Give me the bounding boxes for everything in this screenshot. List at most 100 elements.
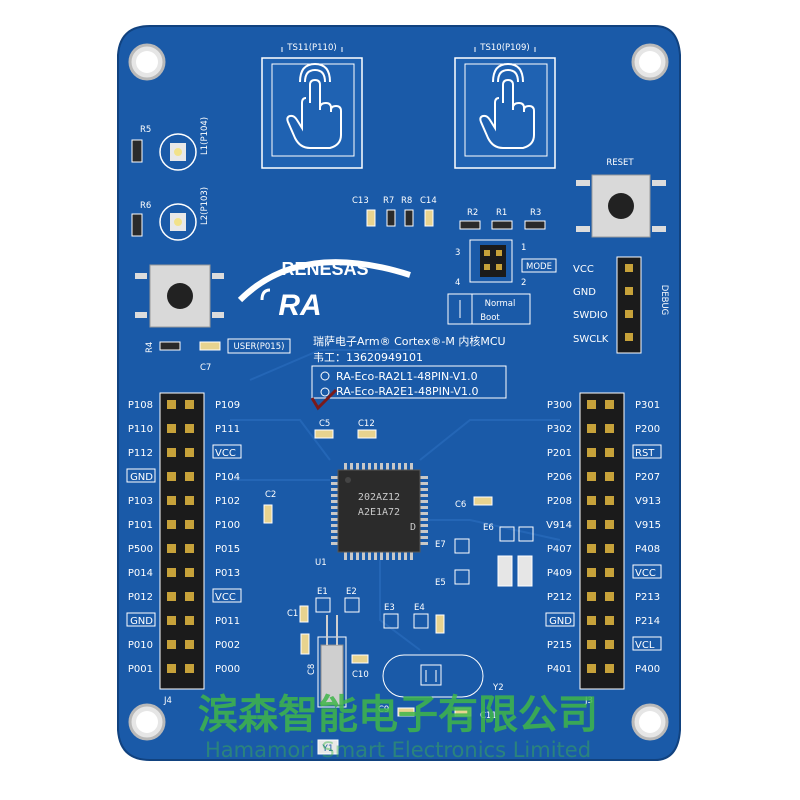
- pin-label: P214: [635, 616, 660, 627]
- header-pin: [185, 448, 194, 457]
- header-pin: [167, 400, 176, 409]
- header-pin: [167, 616, 176, 625]
- led-l2: R6 L2(P103): [131, 187, 210, 241]
- e3-label: E3: [384, 603, 395, 613]
- watermark: 滨森智能电子有限公司 Hamamori Smart Electronics Li…: [198, 692, 598, 762]
- e6-label: E6: [483, 523, 494, 533]
- pin-label: P206: [547, 472, 572, 483]
- watermark-en: Hamamori Smart Electronics Limited: [205, 738, 591, 762]
- chip-marking-2: A2E1A72: [358, 507, 400, 518]
- y1-label: Y1: [321, 744, 333, 754]
- mcu-pin: [420, 500, 428, 503]
- r8-label: R8: [401, 196, 412, 206]
- pcb-board: [117, 25, 681, 761]
- e4-label: E4: [414, 603, 425, 613]
- mcu-pin: [380, 552, 383, 560]
- c12-label: C12: [358, 419, 375, 429]
- hand-pointer-icon: [479, 62, 535, 149]
- header-pin: [587, 664, 596, 673]
- pin-label: V913: [635, 496, 661, 507]
- mcu-pin: [420, 494, 428, 497]
- pin-label: P112: [128, 448, 153, 459]
- c5-label: C5: [319, 419, 330, 429]
- pin-label: P212: [547, 592, 572, 603]
- pin-label: P215: [547, 640, 572, 651]
- chip-marking-3: D: [410, 522, 416, 533]
- pin-label: P101: [128, 520, 153, 531]
- mcu-pin: [331, 512, 339, 515]
- pin-label: P200: [635, 424, 660, 435]
- header-pin: [185, 496, 194, 505]
- mcu-pin: [331, 542, 339, 545]
- mcu-pin: [331, 482, 339, 485]
- header-pin: [587, 424, 596, 433]
- header-pin: [605, 496, 614, 505]
- pin-label-box: [545, 612, 575, 627]
- e1-label: E1: [317, 587, 328, 597]
- pin-label: P108: [128, 400, 153, 411]
- pin-label: P103: [128, 496, 153, 507]
- header-pin: [167, 664, 176, 673]
- mcu-chip: 202AZ12 A2E1A72 D U1: [315, 463, 428, 568]
- pin-label-box: [632, 564, 662, 579]
- mcu-pin: [331, 500, 339, 503]
- debug-pin-vcc: VCC: [573, 264, 594, 275]
- led-l1: R5 L1(P104): [131, 117, 210, 171]
- jp2-label: 2: [521, 278, 526, 288]
- pin-label: GND: [130, 472, 153, 483]
- jp4-label: 4: [455, 278, 460, 288]
- debug-header: VCC GND SWDIO SWCLK DEBUG: [573, 256, 669, 354]
- svg-text:RA: RA: [278, 289, 321, 322]
- board-description: 瑞萨电子Arm® Cortex®-M 内核MCU 韦工：13620949101 …: [310, 334, 507, 411]
- header-pin: [167, 448, 176, 457]
- header-pin: [587, 400, 596, 409]
- pin-label: P407: [547, 544, 572, 555]
- description-line1: 瑞萨电子Arm® Cortex®-M 内核MCU: [313, 334, 506, 348]
- mcu-pin: [331, 506, 339, 509]
- pin-label: P012: [128, 592, 153, 603]
- c9-label: C9: [378, 705, 389, 715]
- l1-label: L1(P104): [200, 117, 210, 155]
- r1-label: R1: [496, 208, 507, 218]
- c14-label: C14: [420, 196, 437, 206]
- c13-label: C13: [352, 196, 369, 206]
- mcu-pin: [392, 463, 395, 471]
- debug-pin-gnd: GND: [573, 287, 596, 298]
- mcu-pin: [368, 463, 371, 471]
- header-pin: [605, 472, 614, 481]
- mcu-pin: [344, 552, 347, 560]
- mcu-pin: [331, 488, 339, 491]
- header-pin: [185, 520, 194, 529]
- debug-pin-swclk: SWCLK: [573, 334, 609, 345]
- y2-label: Y2: [492, 683, 504, 693]
- pin-label: P013: [215, 568, 240, 579]
- mcu-pin: [331, 536, 339, 539]
- header-pin: [185, 592, 194, 601]
- mcu-pin: [420, 524, 428, 527]
- normal-label: Normal: [485, 299, 516, 309]
- header-pin: [167, 592, 176, 601]
- pin-label: P104: [215, 472, 240, 483]
- touch-pad-right: TS10(P109): [454, 43, 556, 169]
- mcu-pin: [404, 463, 407, 471]
- crystal-y1: C8 Y1 C10: [300, 615, 369, 755]
- header-pin: [185, 640, 194, 649]
- c6-label: C6: [455, 500, 466, 510]
- l2-label: L2(P103): [200, 187, 210, 225]
- mcu-pin: [420, 530, 428, 533]
- version-line2: RA-Eco-RA2E1-48PIN-V1.0: [336, 385, 478, 398]
- header-pin: [605, 424, 614, 433]
- header-pin: [605, 568, 614, 577]
- mcu-pin: [404, 552, 407, 560]
- pin-label: P301: [635, 400, 660, 411]
- header-pin: [587, 616, 596, 625]
- pin-label-box: [212, 588, 242, 603]
- mcu-pin: [331, 530, 339, 533]
- mcu-pin: [344, 463, 347, 471]
- debug-pin-swdio: SWDIO: [573, 310, 608, 321]
- header-pin: [587, 472, 596, 481]
- c1-label: C1: [287, 609, 298, 619]
- mcu-pin: [420, 542, 428, 545]
